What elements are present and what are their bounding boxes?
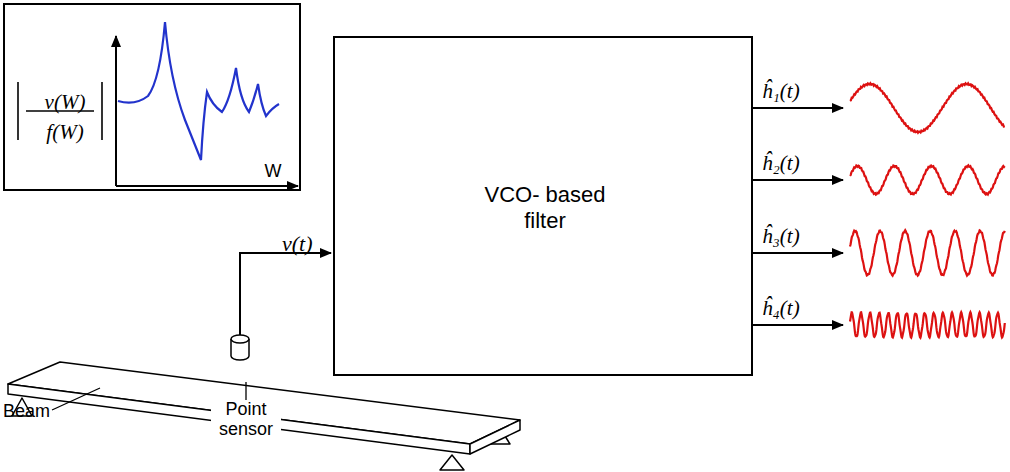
waveforms <box>850 83 1005 338</box>
output-name: ĥ₂(t) <box>762 152 800 175</box>
block-label: VCO- based filter <box>470 182 620 235</box>
output-name: ĥ₄(t) <box>762 297 800 320</box>
waveform <box>850 312 1005 338</box>
axis-label: W <box>265 161 282 182</box>
signal-name: v(t) <box>282 232 313 256</box>
filter-box: VCO- based filter <box>333 36 753 376</box>
axis-label: f(W) <box>46 120 83 145</box>
part-label: Beam <box>3 402 50 422</box>
output-name: ĥ₁(t) <box>762 80 800 103</box>
inset-plot-box: v(W) f(W) W <box>3 3 301 191</box>
waveform <box>850 165 1005 194</box>
point-sensor <box>231 335 249 360</box>
waveform <box>850 83 1005 133</box>
frf-curve <box>118 22 279 160</box>
beam <box>8 362 520 470</box>
signal-wire <box>240 253 331 335</box>
part-label: Point sensor <box>211 400 281 440</box>
output-name: ĥ₃(t) <box>762 225 800 248</box>
waveform <box>850 230 1005 276</box>
output-arrows <box>753 108 843 325</box>
axis-label: v(W) <box>45 90 86 115</box>
